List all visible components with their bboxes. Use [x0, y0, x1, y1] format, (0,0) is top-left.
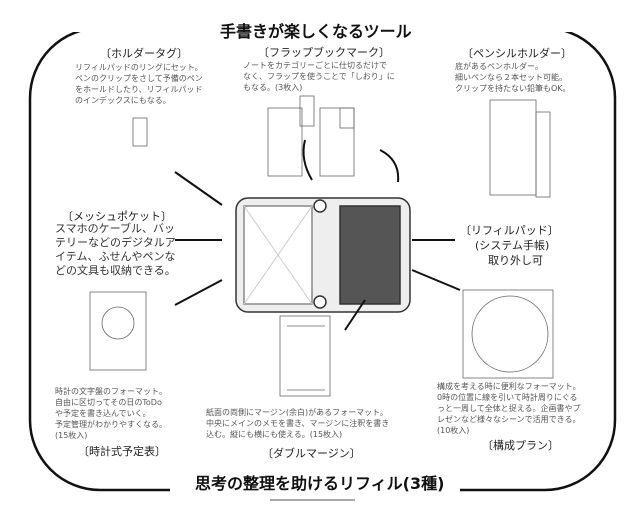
- binder: [235, 197, 411, 313]
- flap-page-2: [319, 107, 355, 177]
- plan-desc: 構成を考える時に便利なフォーマット。 0時の位置に線を引いて時計周りにぐる っと…: [437, 382, 581, 435]
- clock-refill-page: [89, 291, 147, 371]
- double-margin-page: [279, 315, 331, 397]
- pencil-desc: 底があるペンホルダー。 細いペンなら２本セット可能。 クリップを持たない鉛筆もO…: [455, 62, 571, 93]
- flap-page-1: [267, 107, 303, 177]
- mesh-desc: スマホのケーブル、バッ テリーなどのデジタルア イテム、ふせんやペンな どの文具…: [55, 222, 176, 277]
- refill-pad-title: 〔リフィルパッド〕: [460, 224, 559, 237]
- flap-desc: ノートをカテゴリーごとに仕切るだけで なく、フラップを使うことで「しおり」に も…: [243, 61, 395, 92]
- page-title: 手書きが楽しくなるツール: [220, 22, 412, 41]
- plan-refill-page: [462, 289, 554, 379]
- double-title: 〔ダブルマージン〕: [262, 447, 361, 460]
- flap-title: 〔フラップブックマーク〕: [258, 46, 390, 59]
- pencil-holder-page: [489, 99, 537, 196]
- clock-desc: 時計の文字盤のフォーマット。 自由に区切ってその日のToDo や予定を書き込んで…: [55, 387, 167, 440]
- holder-tag-desc: リフィルパッドのリングにセット。 ペンのクリップをさして予備のペン をホールドし…: [75, 63, 203, 105]
- holder-tag-drawing: [132, 117, 148, 147]
- clock-title: 〔時計式予定表〕: [78, 445, 166, 458]
- refills-title: 思考の整理を助けるリフィル(3種): [195, 474, 445, 493]
- refill-pad-sub: (システム手帳): [475, 239, 550, 252]
- refill-pad-note: 取り外し可: [488, 254, 543, 267]
- double-desc: 紙面の両側にマージン(余白)があるフォーマット。 中央にメインのメモを書き、マー…: [206, 408, 390, 439]
- pencil-title: 〔ペンシルホルダー〕: [462, 47, 572, 60]
- holder-tag-title: 〔ホルダータグ〕: [100, 47, 188, 60]
- plan-title: 〔構成プラン〕: [482, 439, 559, 452]
- mesh-title: 〔メッシュポケット〕: [62, 210, 172, 223]
